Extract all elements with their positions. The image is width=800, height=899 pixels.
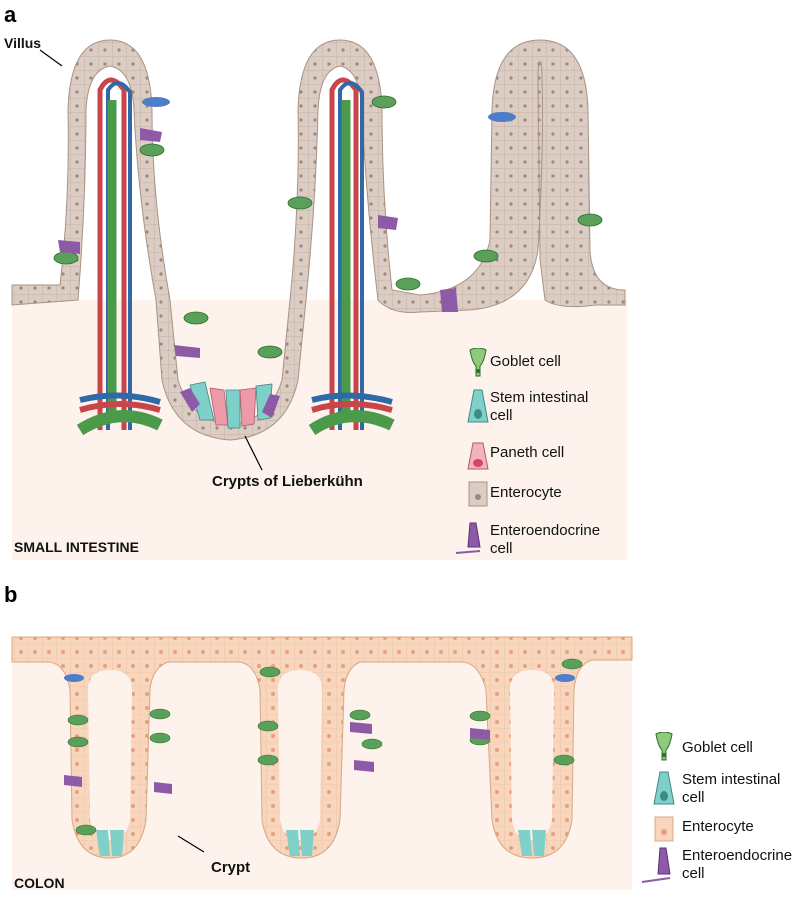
tuft-cells-a — [142, 97, 516, 122]
legend-b-enteroendocrine-label: Enteroendocrine cell — [682, 847, 793, 882]
colon-epithelium — [11, 636, 633, 859]
panel-a-letter: a — [4, 2, 17, 27]
enterocyte-icon — [654, 816, 674, 842]
paneth-cell-icon — [467, 442, 489, 470]
tuft-cells-b — [64, 674, 575, 682]
crypt-label: Crypt — [211, 859, 251, 876]
goblet-cell-icon — [469, 348, 487, 377]
colon-lumen — [88, 670, 554, 840]
enteroendocrine-cells-b — [64, 722, 490, 794]
stem-cell-icon — [467, 389, 489, 423]
legend-b-goblet-label: Goblet cell — [682, 739, 753, 756]
enterocyte-icon — [468, 481, 488, 507]
small-intestine-label: SMALL INTESTINE — [14, 539, 139, 555]
villus-pointer-line — [39, 49, 63, 67]
crypt-pointer-line-b — [177, 835, 205, 853]
enteroendocrine-cells-a — [58, 128, 458, 358]
crypt-cells-b — [96, 830, 546, 856]
goblet-cells-b — [67, 658, 583, 836]
legend-a-paneth-label: Paneth cell — [490, 444, 565, 461]
stem-cell-icon — [653, 771, 675, 805]
enteroendocrine-cell-icon — [455, 522, 481, 554]
legend-a-enteroendocrine-label: Enteroendocrine cell — [490, 522, 601, 557]
colon-label: COLON — [14, 875, 65, 891]
goblet-cells-a — [53, 95, 603, 359]
legend-b-stem-label: Stem intestinal cell — [682, 771, 781, 806]
legend-a-goblet-label: Goblet cell — [490, 353, 561, 370]
panel-b-letter: b — [4, 582, 18, 607]
crypt-pointer-line-a — [244, 435, 263, 471]
blood-vessels-middle — [308, 77, 395, 436]
enteroendocrine-cell-icon — [641, 847, 671, 883]
legend-a-enterocyte-label: Enterocyte — [490, 484, 562, 501]
blood-vessels-left — [76, 77, 163, 436]
villus-label: Villus — [4, 35, 42, 51]
goblet-cell-icon — [655, 732, 673, 761]
crypt-cells-a — [180, 381, 280, 429]
crypts-label: Crypts of Lieberkühn — [212, 473, 363, 490]
legend-b-enterocyte-label: Enterocyte — [682, 818, 754, 835]
legend-a-stem-label: Stem intestinal cell — [490, 389, 589, 424]
